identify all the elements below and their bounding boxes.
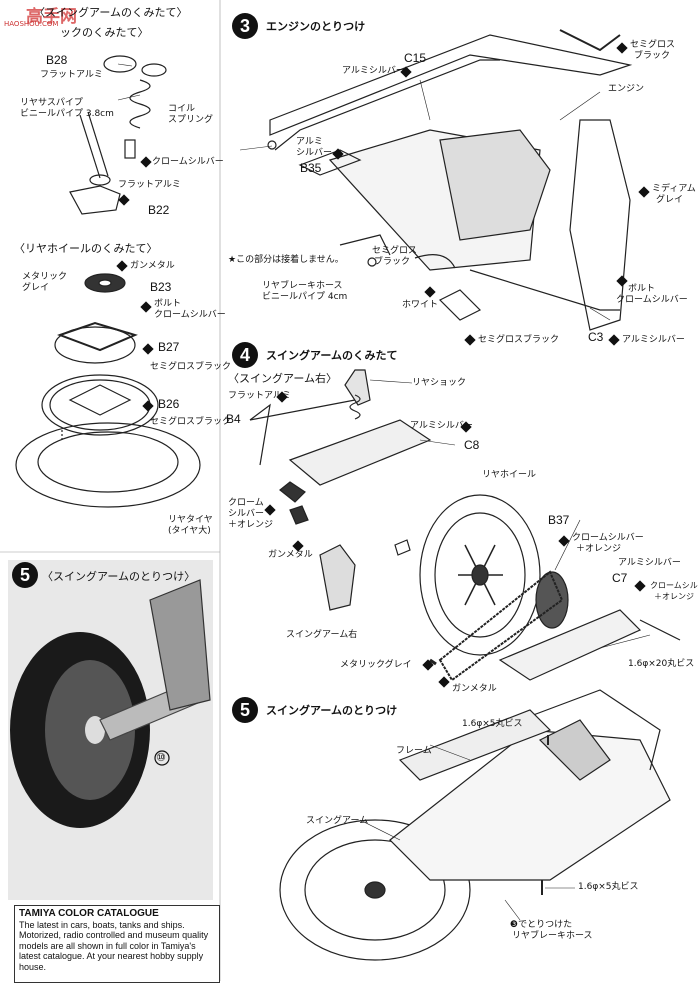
label-step4-gunmetal-2: ガンメタル: [452, 684, 497, 694]
label-chrome-silver-1: クロームシルバー: [152, 157, 224, 167]
label-step5-brake-hose-a: ❸でとりつけた: [510, 920, 573, 930]
rear-wheel-drawing: [15, 273, 201, 508]
label-not-glued: ★この部分は接着しません。: [228, 255, 344, 265]
label-step4-rear-wheel: リヤホイール: [482, 470, 537, 480]
step3-heading: エンジンのとりつけ: [266, 20, 366, 33]
label-step4-cso2-a: クロームシルバー: [572, 533, 644, 543]
step5-left-heading: 〈スイングアームのとりつけ〉: [42, 570, 196, 583]
swingarm-drawing: [249, 369, 432, 525]
label-white: ホワイト: [402, 300, 439, 310]
label-step3-semigloss: セミグロス: [630, 40, 676, 50]
label-gunmetal-1: ガンメタル: [130, 261, 175, 271]
step4-number: 4: [232, 342, 258, 368]
left-top-heading-2: ックのくみたて〉: [60, 26, 149, 39]
label-semigloss-1: セミグロスブラック: [150, 362, 232, 372]
label-step3-semigloss-3b: ブラック: [374, 257, 411, 267]
rear-shock-drawing: [69, 55, 167, 215]
label-step3-alumi-1: アルミシルバー: [342, 66, 405, 76]
label-vinyl-pipe: ビニールパイプ 3.8cm: [20, 109, 114, 119]
label-step3-semigloss-4: セミグロスブラック: [478, 335, 560, 345]
label-step4-cso-b: シルバー: [228, 509, 265, 519]
step4-sub: 〈スイングアーム右〉: [228, 372, 338, 385]
label-flat-alumi-1: フラットアルミ: [40, 70, 103, 80]
label-step3-alumi-3: アルミシルバー: [622, 335, 685, 345]
label-step4-metallic-grey: メタリックグレイ: [340, 660, 412, 670]
label-bolt: ボルト: [154, 299, 182, 309]
watermark-logo: 高手网 HAOSHOU.COM: [0, 0, 98, 30]
leader-lines: [117, 63, 651, 921]
label-coil-spring-2: スプリング: [168, 115, 214, 125]
label-semigloss-2: セミグロスブラック: [150, 417, 232, 427]
step4-heading: スイングアームのくみたて: [266, 349, 398, 362]
rear-wheel-chain-drawing: [319, 494, 681, 682]
label-step3-bolt-chrome: クロームシルバー: [616, 295, 688, 305]
label-step4-alumi-2: アルミシルバー: [618, 558, 681, 568]
part-b37: B37: [548, 513, 570, 527]
label-bolt-chrome: クロームシルバー: [154, 310, 226, 320]
label-step4-cso3-a: クロームシルバー: [650, 581, 698, 590]
part-b27: B27: [158, 340, 180, 354]
label-metallic-grey-1: メタリック: [22, 272, 68, 282]
catalog-title: TAMIYA COLOR CATALOGUE: [19, 908, 159, 919]
label-step5-brake-hose-b: リヤブレーキホース: [512, 931, 593, 941]
step3-number: 3: [232, 13, 258, 39]
step5-photo: [8, 560, 213, 900]
label-brake-hose: リヤブレーキホース: [262, 281, 343, 291]
part-c8: C8: [464, 438, 480, 452]
label-step4-cso2-b: ＋オレンジ: [576, 544, 622, 554]
label-step5-frame: フレーム: [396, 746, 432, 756]
label-flat-alumi-2: フラットアルミ: [118, 180, 181, 190]
label-step3-alumi-2b: シルバー: [296, 148, 333, 158]
step5-number: 5: [232, 697, 258, 723]
label-brake-hose-2: ビニールパイプ 4cm: [262, 292, 348, 302]
label-step5-swingarm: スイングアーム: [306, 816, 369, 826]
step5-left-number: 5: [12, 562, 38, 588]
label-tire-large: (タイヤ大): [168, 526, 211, 536]
label-medium-grey-1: ミディアム: [652, 184, 696, 194]
label-medium-grey-2: グレイ: [656, 195, 684, 205]
label-rear-shock: リヤショック: [412, 378, 467, 388]
label-rear-sus-pipe: リヤサスパイプ: [20, 98, 83, 108]
tamiya-catalog-box: TAMIYA COLOR CATALOGUE The latest in car…: [14, 905, 220, 983]
part-b4: B4: [226, 412, 241, 426]
step5-heading: スイングアームのとりつけ: [266, 704, 398, 717]
part-c15: C15: [404, 51, 427, 65]
label-metallic-grey-2: グレイ: [22, 283, 50, 293]
label-step3-alumi-2a: アルミ: [296, 137, 323, 147]
label-step5-screw-2: 1.6φ×5丸ビス: [578, 882, 639, 892]
part-b28: B28: [46, 53, 68, 67]
label-step4-flat-alumi: フラットアルミ: [228, 391, 291, 401]
catalog-body: The latest in cars, boats, tanks and shi…: [19, 919, 209, 972]
part-b35: B35: [300, 161, 322, 175]
part-b22: B22: [148, 203, 170, 217]
label-step4-screw: 1.6φ×20丸ビス: [628, 659, 695, 669]
label-step3-bolt: ボルト: [628, 284, 656, 294]
label-step4-cso-c: ＋オレンジ: [228, 520, 274, 530]
label-swingarm-right: スイングアーム右: [286, 630, 358, 640]
label-rear-tire: リヤタイヤ: [168, 515, 213, 525]
part-b23: B23: [150, 280, 172, 294]
label-step3-semigloss-3a: セミグロス: [372, 246, 418, 256]
label-step5-screw-1: 1.6φ×5丸ビス: [462, 719, 523, 729]
label-step3-semigloss-2: ブラック: [634, 51, 671, 61]
label-step4-cso-a: クローム: [228, 498, 264, 508]
part-c7: C7: [612, 571, 628, 585]
label-engine: エンジン: [608, 84, 645, 94]
step5-left-callout: ⑩: [156, 751, 166, 764]
bike-assembly-drawing: [279, 689, 671, 961]
label-step4-alumi: アルミシルバー: [410, 421, 473, 431]
left-top-heading: 〈スイングアームのくみたて〉: [34, 6, 188, 19]
watermark-sub: HAOSHOU.COM: [4, 20, 59, 28]
label-step4-gunmetal: ガンメタル: [268, 550, 313, 560]
label-step4-cso3-b: ＋オレンジ: [654, 592, 694, 601]
engine-frame-drawing: [267, 29, 633, 331]
part-c3: C3: [588, 330, 604, 344]
part-b26: B26: [158, 397, 180, 411]
rear-wheel-heading: 〈リヤホイールのくみたて〉: [14, 242, 158, 255]
watermark-text: 高手网: [26, 7, 77, 27]
label-coil-spring: コイル: [168, 104, 196, 114]
